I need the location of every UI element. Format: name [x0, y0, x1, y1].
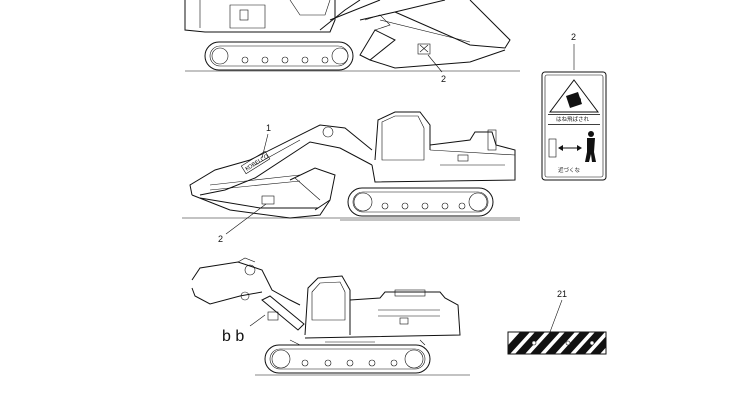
excavator-bottom: b b [191, 257, 470, 376]
warning-sign: 2 はね飛ばされ 近づくな [541, 32, 607, 181]
excavator-middle: KOBELCO 1 2 [182, 111, 520, 244]
warning-top-text: はね飛ばされ [556, 115, 590, 123]
warning-bottom-text: 近づくな [558, 166, 581, 174]
callout-mid-2: 2 [218, 234, 223, 244]
view-marker-bb: b b [222, 328, 244, 345]
callout-21: 21 [557, 289, 567, 299]
callout-top-2: 2 [441, 74, 446, 84]
callout-mid-1: 1 [266, 123, 271, 133]
callout-warning-2: 2 [571, 32, 576, 42]
stripe-plate: 21 [507, 289, 607, 355]
excavator-top: 2 [184, 0, 520, 84]
